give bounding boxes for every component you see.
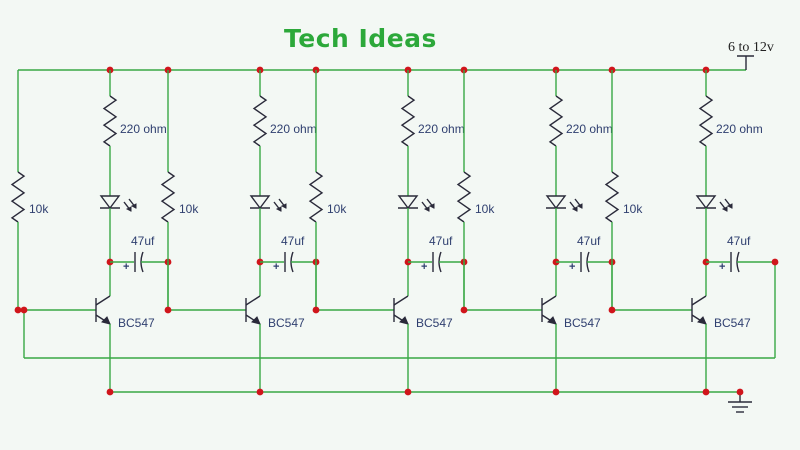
led-ray-head-1 xyxy=(423,206,430,212)
base-node xyxy=(312,306,320,314)
capacitor-polarity: + xyxy=(421,261,427,273)
capacitor-icon: +47uf xyxy=(260,234,316,273)
base-node xyxy=(14,306,22,314)
resistor-icon xyxy=(308,171,324,223)
ground-node xyxy=(736,388,744,396)
capacitor-node xyxy=(771,258,779,266)
supply-label: 6 to 12v xyxy=(728,40,774,55)
resistor-icon xyxy=(456,171,472,223)
capacitor-label: 47uf xyxy=(131,234,155,248)
resistor-icon xyxy=(698,95,714,147)
resistor-icon xyxy=(548,95,564,147)
ground-node xyxy=(552,388,560,396)
capacitor-polarity: + xyxy=(719,261,725,273)
transistor-collector xyxy=(541,295,557,306)
ground-node xyxy=(256,388,264,396)
npn-transistor-icon: BC547 xyxy=(95,295,155,330)
transistor-label: BC547 xyxy=(416,316,453,330)
led-ray-head-2 xyxy=(280,203,287,209)
led-ray-head-1 xyxy=(571,206,578,212)
transistor-label: BC547 xyxy=(714,316,751,330)
resistor-icon xyxy=(102,95,118,147)
transistor-label: BC547 xyxy=(268,316,305,330)
led-ray-head-2 xyxy=(428,203,435,209)
npn-transistor-icon: BC547 xyxy=(393,295,453,330)
resistor-icon xyxy=(400,95,416,147)
resistor-icon xyxy=(604,171,620,223)
transistor-label: BC547 xyxy=(564,316,601,330)
npn-transistor-icon: BC547 xyxy=(245,295,305,330)
led-icon xyxy=(249,195,287,212)
capacitor-polarity: + xyxy=(569,261,575,273)
capacitor-icon: +47uf xyxy=(706,234,775,273)
capacitor-label: 47uf xyxy=(727,234,751,248)
resistor-icon xyxy=(10,171,26,223)
capacitor-label: 47uf xyxy=(429,234,453,248)
base-node xyxy=(608,306,616,314)
base-node xyxy=(20,306,28,314)
led-resistor-label: 220 ohm xyxy=(716,122,763,136)
base-node xyxy=(460,306,468,314)
led-ray-head-2 xyxy=(576,203,583,209)
led-icon xyxy=(545,195,583,212)
led-ray-head-1 xyxy=(125,206,132,212)
transistor-emitter-arrow xyxy=(547,316,557,325)
led-resistor-label: 220 ohm xyxy=(120,122,167,136)
ground-node xyxy=(404,388,412,396)
led-triangle xyxy=(397,195,419,210)
supply-terminal-icon: 6 to 12v xyxy=(728,40,774,70)
capacitor-polarity: + xyxy=(123,261,129,273)
led-resistor-label: 220 ohm xyxy=(418,122,465,136)
base-resistor-label: 10k xyxy=(623,202,643,216)
transistor-collector xyxy=(245,295,261,306)
led-ray-head-2 xyxy=(130,203,137,209)
led-icon xyxy=(695,195,733,212)
capacitor-icon: +47uf xyxy=(110,234,168,273)
led-triangle xyxy=(545,195,567,210)
transistor-collector xyxy=(95,295,111,306)
capacitor-label: 47uf xyxy=(577,234,601,248)
base-resistor-label: 10k xyxy=(475,202,495,216)
led-icon xyxy=(397,195,435,212)
base-resistor-label: 10k xyxy=(29,202,49,216)
power-rails xyxy=(18,69,776,393)
base-resistor-label: 10k xyxy=(179,202,199,216)
npn-transistor-icon: BC547 xyxy=(691,295,751,330)
resistor-icon xyxy=(252,95,268,147)
led-ray-head-1 xyxy=(275,206,282,212)
page-title: Tech Ideas xyxy=(284,24,437,53)
led-triangle xyxy=(249,195,271,210)
resistor-icon xyxy=(160,171,176,223)
led-ray-head-1 xyxy=(721,206,728,212)
led-triangle xyxy=(695,195,717,210)
transistor-collector xyxy=(393,295,409,306)
led-resistor-label: 220 ohm xyxy=(270,122,317,136)
transistor-emitter-arrow xyxy=(101,316,111,325)
transistor-emitter-arrow xyxy=(399,316,409,325)
npn-transistor-icon: BC547 xyxy=(541,295,601,330)
led-triangle xyxy=(99,195,121,210)
led-resistor-label: 220 ohm xyxy=(566,122,613,136)
capacitor-polarity: + xyxy=(273,261,279,273)
base-node xyxy=(164,306,172,314)
ground-node xyxy=(106,388,114,396)
transistor-emitter-arrow xyxy=(697,316,707,325)
capacitor-label: 47uf xyxy=(281,234,305,248)
base-resistor-label: 10k xyxy=(327,202,347,216)
led-icon xyxy=(99,195,137,212)
transistor-label: BC547 xyxy=(118,316,155,330)
capacitor-icon: +47uf xyxy=(556,234,612,273)
ground-node xyxy=(702,388,710,396)
capacitor-icon: +47uf xyxy=(408,234,464,273)
led-ray-head-2 xyxy=(726,203,733,209)
transistor-emitter-arrow xyxy=(251,316,261,325)
transistor-collector xyxy=(691,295,707,306)
